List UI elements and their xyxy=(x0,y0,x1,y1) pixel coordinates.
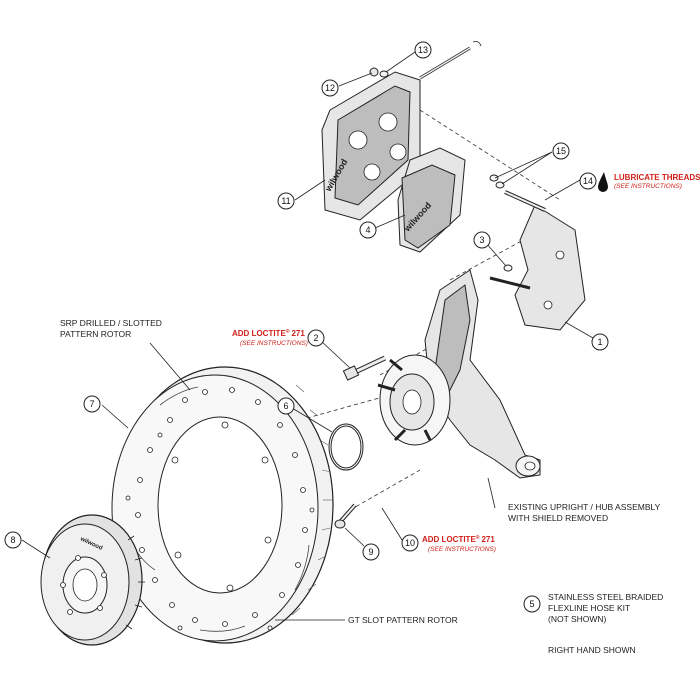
loctite-note-bolt-2: ADD LOCTITE®271 (SEE INSTRUCTIONS) xyxy=(232,328,308,347)
svg-text:2: 2 xyxy=(313,333,318,343)
svg-text:6: 6 xyxy=(283,401,288,411)
svg-text:13: 13 xyxy=(418,45,428,55)
rotor-hat: wilwood xyxy=(40,514,145,646)
srp-rotor-label: SRP DRILLED / SLOTTED xyxy=(60,318,162,328)
srp-drilled-slotted-rotor xyxy=(111,366,334,644)
svg-text:10: 10 xyxy=(405,538,415,548)
bracket-mounting-bolt xyxy=(342,355,387,381)
brake-pad: wilwood xyxy=(397,147,466,253)
callout-3: 3 xyxy=(473,231,491,249)
svg-text:8: 8 xyxy=(10,535,15,545)
upright-label-2: WITH SHIELD REMOVED xyxy=(508,513,608,523)
upright-label: EXISTING UPRIGHT / HUB ASSEMBLY xyxy=(508,502,661,512)
callout-15: 15 xyxy=(552,142,570,160)
srp-rotor-label-2: PATTERN ROTOR xyxy=(60,329,131,339)
leader-lines xyxy=(21,51,594,621)
bracket-spacer xyxy=(503,264,513,272)
svg-text:1: 1 xyxy=(597,337,602,347)
callout-14: 14 xyxy=(579,172,597,190)
loctite-note-bolt-10: ADD LOCTITE®271 (SEE INSTRUCTIONS) xyxy=(422,534,496,553)
svg-text:9: 9 xyxy=(368,547,373,557)
gt-rotor-label: GT SLOT PATTERN ROTOR xyxy=(348,615,458,625)
svg-text:4: 4 xyxy=(365,225,370,235)
hose-kit-label: STAINLESS STEEL BRAIDED xyxy=(548,592,663,602)
callout-6: 6 xyxy=(277,397,295,415)
svg-text:(SEE INSTRUCTIONS): (SEE INSTRUCTIONS) xyxy=(428,546,496,553)
lubricate-threads-note: LUBRICATE THREADS (SEE INSTRUCTIONS) xyxy=(598,172,700,192)
shim-washers xyxy=(489,174,505,189)
svg-text:ADD LOCTITE®271: ADD LOCTITE®271 xyxy=(232,328,305,338)
svg-text:14: 14 xyxy=(583,176,593,186)
hose-kit-label-3: (NOT SHOWN) xyxy=(548,614,607,624)
o-ring-highlight xyxy=(329,424,363,470)
callout-4: 4 xyxy=(359,221,377,239)
oil-drop-icon xyxy=(598,172,608,192)
svg-text:ADD LOCTITE®271: ADD LOCTITE®271 xyxy=(422,534,495,544)
svg-text:15: 15 xyxy=(556,146,566,156)
caliper-pin-bolt xyxy=(369,41,482,80)
svg-text:LUBRICATE THREADS: LUBRICATE THREADS xyxy=(614,173,700,182)
rotor-bolt xyxy=(334,503,357,529)
svg-text:12: 12 xyxy=(325,83,335,93)
svg-text:7: 7 xyxy=(89,399,94,409)
callout-11: 11 xyxy=(277,192,295,210)
caliper-mounting-bracket xyxy=(514,204,586,331)
callout-7: 7 xyxy=(83,395,101,413)
callout-5: 5 xyxy=(523,595,541,613)
right-hand-shown-label: RIGHT HAND SHOWN xyxy=(548,645,636,655)
callout-10: 10 xyxy=(401,534,419,552)
upright-hub-assembly xyxy=(377,269,541,479)
caliper: wilwood xyxy=(321,71,421,221)
callout-9: 9 xyxy=(362,543,380,561)
hose-kit-label-2: FLEXLINE HOSE KIT xyxy=(548,603,630,613)
svg-text:3: 3 xyxy=(479,235,484,245)
callout-12: 12 xyxy=(321,79,339,97)
callout-13: 13 xyxy=(414,41,432,59)
callout-1: 1 xyxy=(591,333,609,351)
svg-text:(SEE INSTRUCTIONS): (SEE INSTRUCTIONS) xyxy=(614,183,682,190)
svg-text:(SEE INSTRUCTIONS): (SEE INSTRUCTIONS) xyxy=(240,340,308,347)
svg-text:11: 11 xyxy=(281,196,290,206)
bracket-stud xyxy=(489,276,531,290)
callout-8: 8 xyxy=(4,531,22,549)
callout-2: 2 xyxy=(307,329,325,347)
svg-text:5: 5 xyxy=(529,599,534,609)
bracket-bolt xyxy=(504,190,546,212)
